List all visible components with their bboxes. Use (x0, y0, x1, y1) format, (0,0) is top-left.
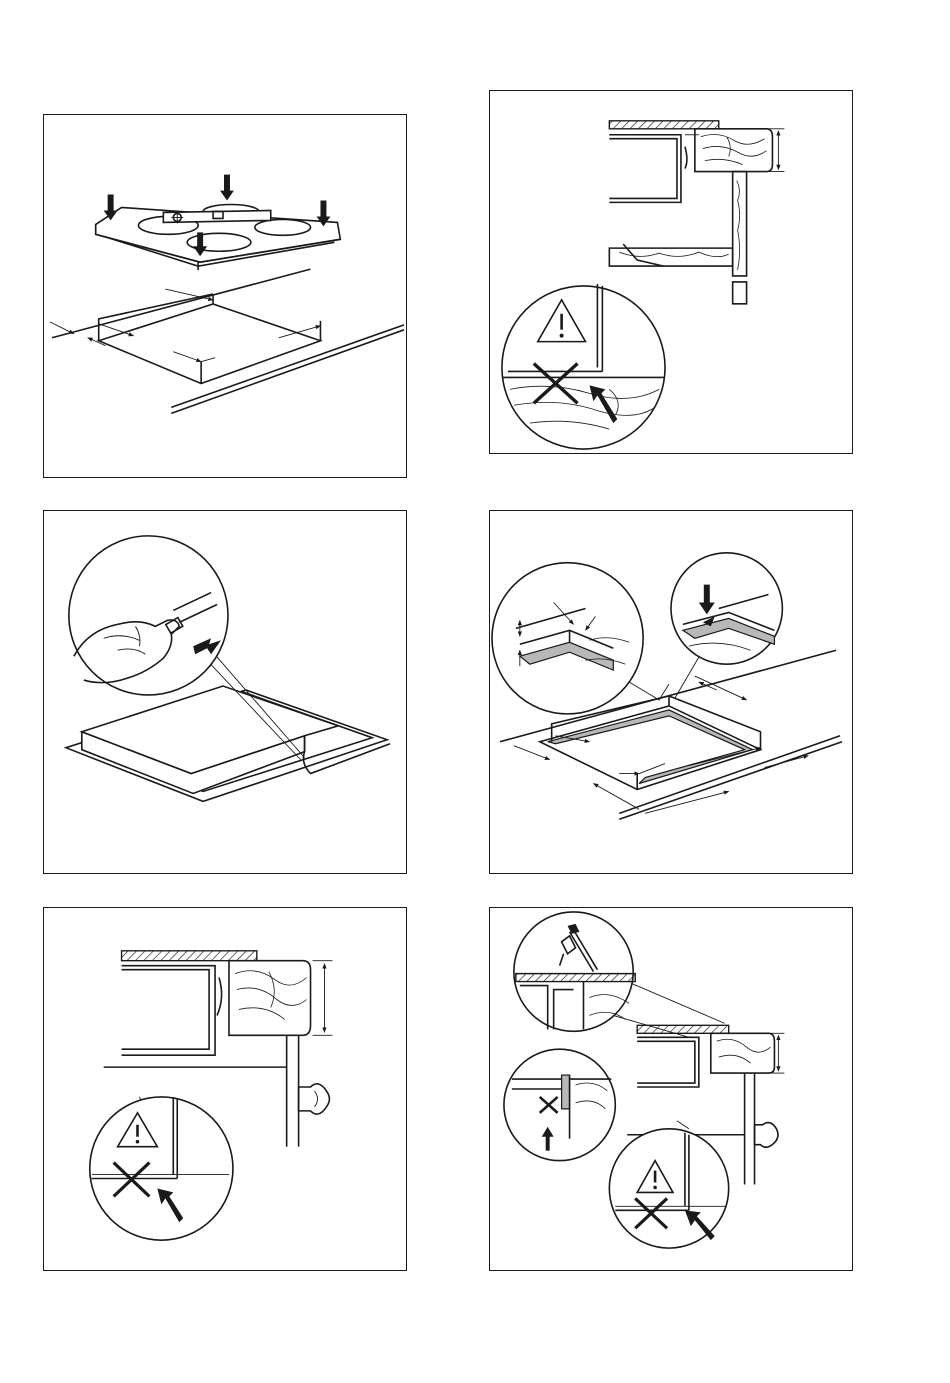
figure-silicone-sealing (489, 907, 853, 1271)
cabinet-side (609, 172, 746, 304)
magnified-seal-right (671, 553, 782, 664)
worktop-cutout (50, 269, 404, 413)
worktop-section (122, 951, 311, 1055)
magnified-detail-circle (609, 1129, 728, 1248)
spirit-level-icon (163, 210, 270, 223)
worktop-section (609, 121, 772, 203)
figure-cutout-seal-dimensions (489, 510, 853, 874)
figure-seal-strip-application (43, 510, 407, 874)
figure-hob-placement (43, 114, 407, 478)
magnified-detail-circle (90, 1097, 233, 1240)
dimension-height (770, 1033, 784, 1073)
magnified-seal-left (492, 563, 643, 714)
magnified-gap-circle (504, 1049, 615, 1160)
magnified-detail-circle (502, 284, 665, 449)
figure-cabinet-side-warning (43, 907, 407, 1271)
dimension-height (313, 961, 333, 1036)
magnified-hand-detail (69, 536, 228, 695)
figure-worktop-clearance-warning (489, 90, 853, 454)
hob-underside (66, 686, 390, 801)
dimension-height (768, 129, 784, 172)
